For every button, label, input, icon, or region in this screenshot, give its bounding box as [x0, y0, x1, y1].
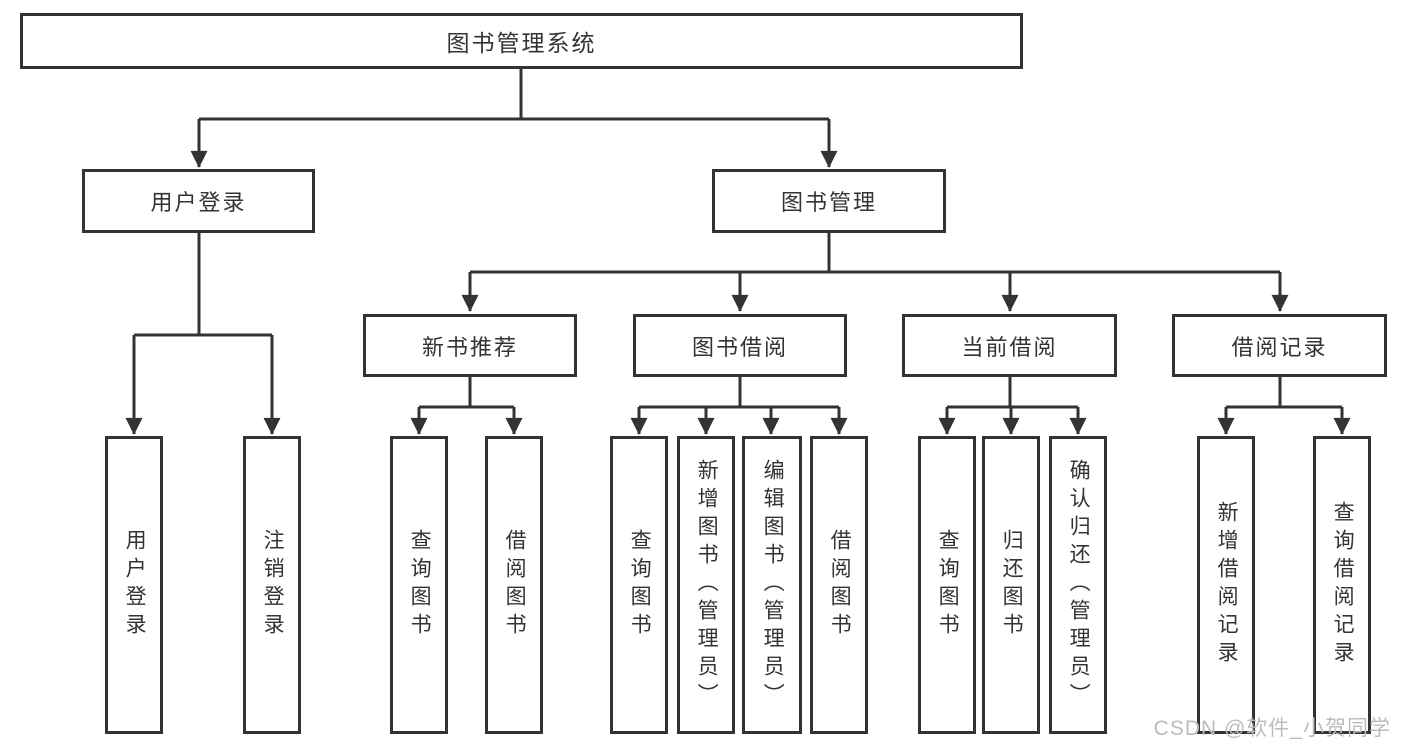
node-borrow-records: 借阅记录 — [1172, 314, 1387, 377]
node-leaf-logout: 注销登录 — [243, 436, 301, 734]
edge-current-borrow-rail — [947, 377, 1078, 409]
node-new-book-recommend: 新书推荐 — [363, 314, 577, 377]
node-leaf-logout-label: 注销登录 — [261, 529, 285, 641]
node-leaf-cb-query-books: 查询图书 — [918, 436, 976, 734]
node-leaf-br-query-record-label: 查询借阅记录 — [1331, 501, 1355, 669]
node-root-library-system: 图书管理系统 — [20, 13, 1023, 69]
node-leaf-cb-confirm-return-admin: 确认归还（管理员） — [1049, 436, 1107, 734]
node-book-mgmt-branch-label: 图书管理 — [780, 190, 877, 215]
node-leaf-bb-query-books: 查询图书 — [610, 436, 668, 734]
node-user-login-branch-label: 用户登录 — [150, 190, 247, 215]
node-current-borrow: 当前借阅 — [902, 314, 1117, 377]
node-leaf-bb-add-book-admin-label: 新增图书（管理员） — [695, 459, 719, 711]
node-leaf-nb-query-books: 查询图书 — [390, 436, 448, 734]
node-leaf-cb-return-books: 归还图书 — [982, 436, 1040, 734]
node-root-label: 图书管理系统 — [446, 30, 597, 56]
edge-new-book-rail — [419, 377, 514, 409]
node-leaf-cb-return-books-label: 归还图书 — [1000, 529, 1024, 641]
node-book-borrow-label: 图书借阅 — [691, 334, 788, 360]
node-borrow-records-label: 借阅记录 — [1231, 334, 1328, 360]
node-leaf-bb-borrow-books-label: 借阅图书 — [828, 529, 852, 641]
node-leaf-user-login-label: 用户登录 — [123, 529, 147, 641]
edge-borrow-records-rail — [1226, 377, 1342, 409]
node-leaf-cb-confirm-return-admin-label: 确认归还（管理员） — [1067, 459, 1091, 711]
node-leaf-bb-edit-book-admin: 编辑图书（管理员） — [742, 436, 802, 734]
node-new-book-recommend-label: 新书推荐 — [421, 334, 518, 360]
node-leaf-br-query-record: 查询借阅记录 — [1313, 436, 1371, 734]
node-leaf-nb-borrow-books: 借阅图书 — [485, 436, 543, 734]
node-leaf-bb-query-books-label: 查询图书 — [628, 529, 652, 641]
node-leaf-nb-query-books-label: 查询图书 — [408, 529, 432, 641]
node-leaf-bb-add-book-admin: 新增图书（管理员） — [677, 436, 735, 734]
edge-root-rail — [199, 69, 829, 121]
node-leaf-br-add-record-label: 新增借阅记录 — [1215, 501, 1239, 669]
node-current-borrow-label: 当前借阅 — [961, 334, 1058, 360]
node-user-login-branch: 用户登录 — [82, 169, 315, 233]
node-leaf-cb-query-books-label: 查询图书 — [936, 529, 960, 641]
node-leaf-user-login: 用户登录 — [105, 436, 163, 734]
node-leaf-bb-edit-book-admin-label: 编辑图书（管理员） — [761, 459, 785, 711]
csdn-watermark: CSDN @软件_小贺同学 — [1153, 717, 1391, 740]
edge-user-login-rail — [134, 233, 272, 337]
node-book-mgmt-branch: 图书管理 — [712, 169, 946, 233]
node-leaf-br-add-record: 新增借阅记录 — [1197, 436, 1255, 734]
edge-book-borrow-rail — [639, 377, 839, 409]
node-leaf-nb-borrow-books-label: 借阅图书 — [503, 529, 527, 641]
node-leaf-bb-borrow-books: 借阅图书 — [810, 436, 868, 734]
node-book-borrow: 图书借阅 — [633, 314, 847, 377]
edge-book-mgmt-rail — [470, 233, 1280, 274]
